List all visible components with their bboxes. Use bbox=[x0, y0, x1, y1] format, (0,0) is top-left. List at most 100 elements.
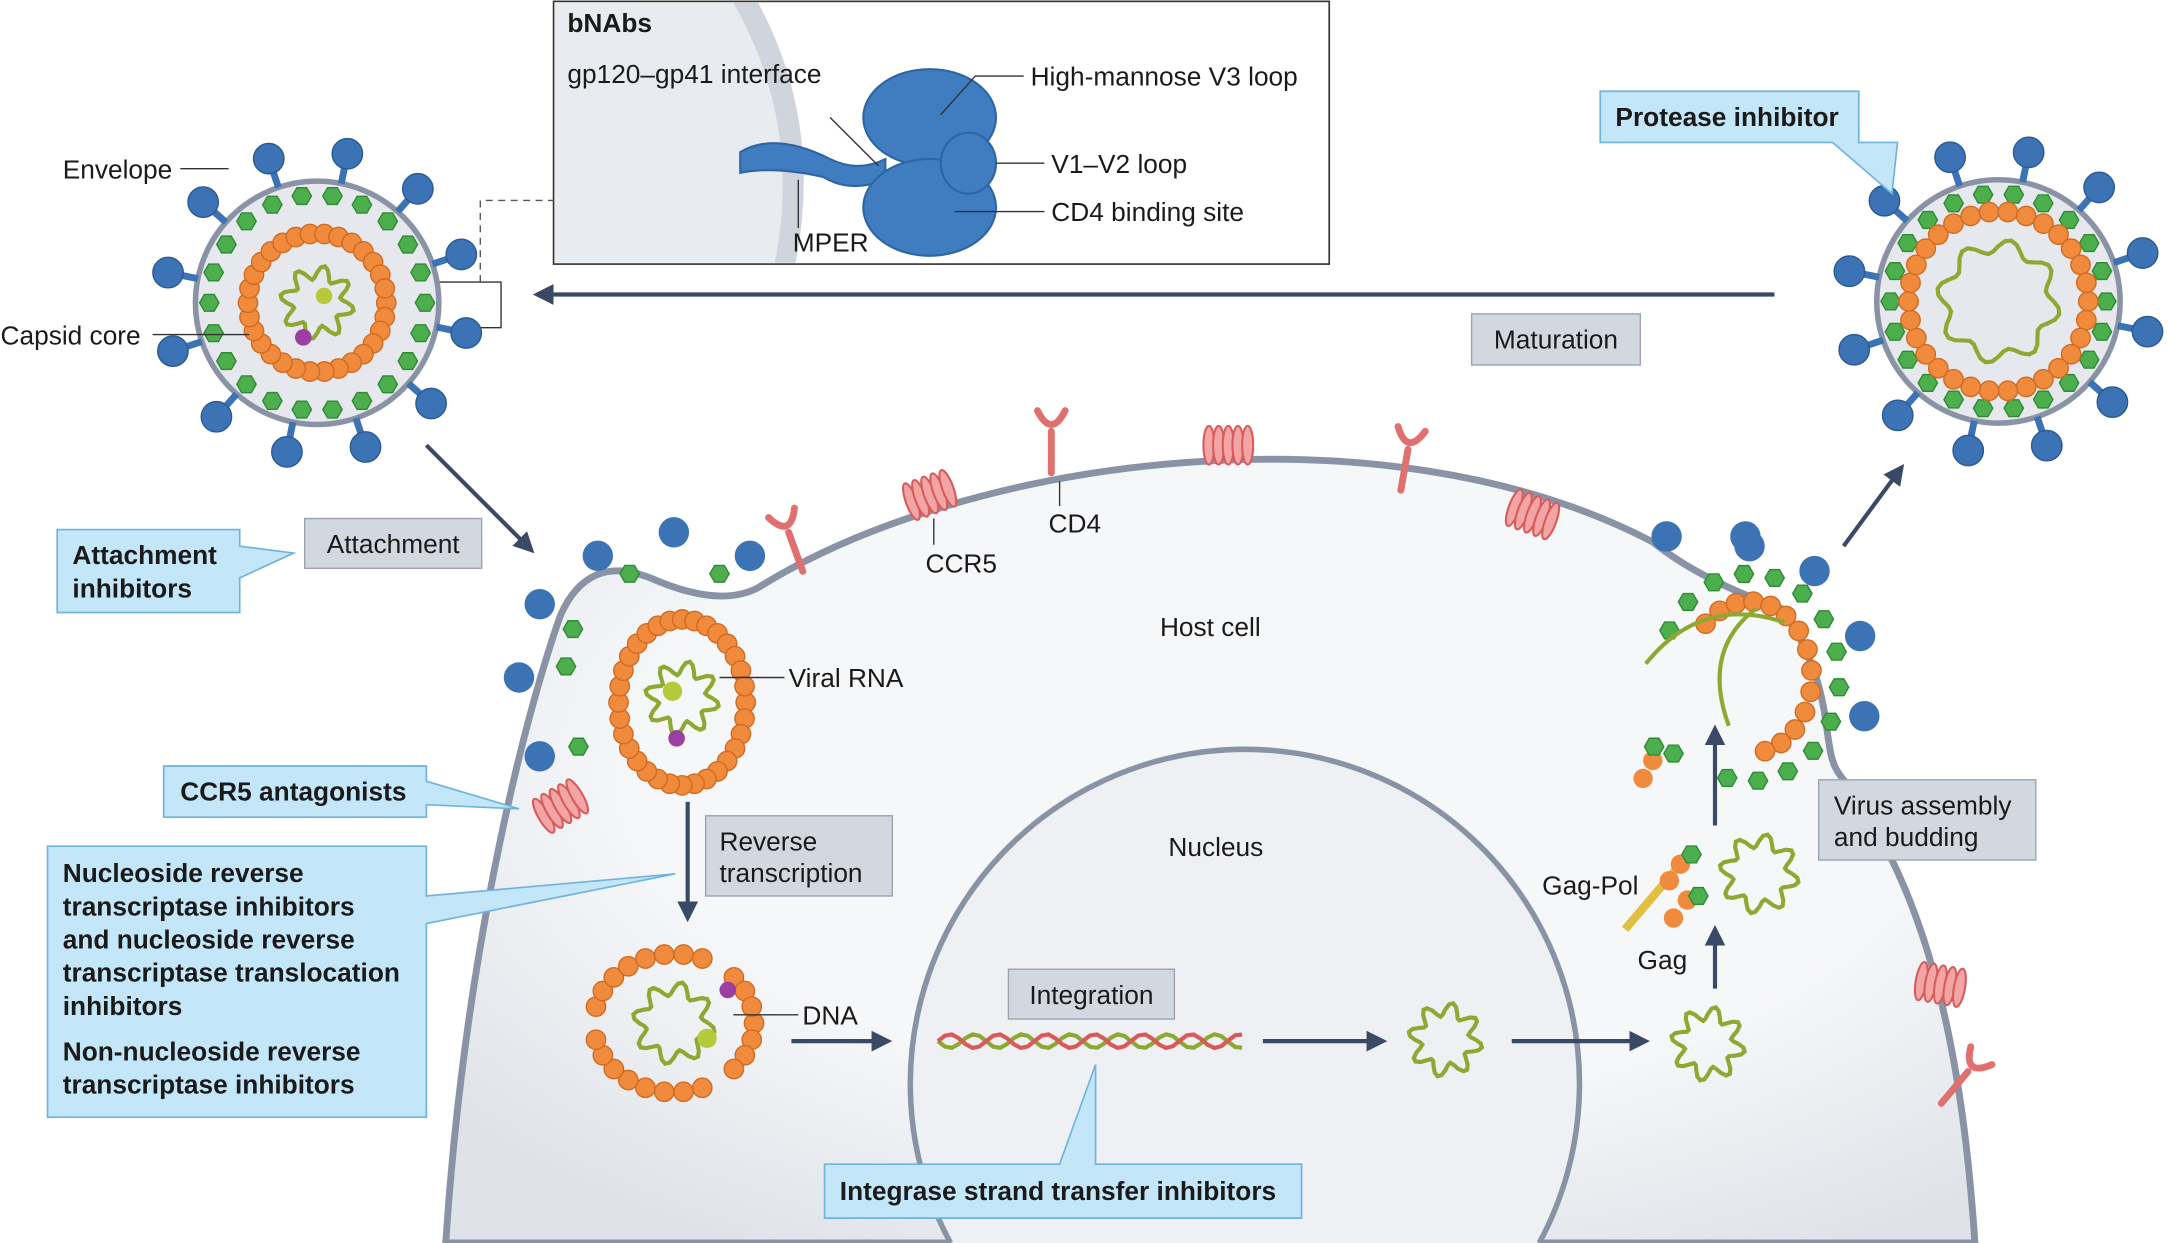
capsid-protein-icon bbox=[1801, 659, 1822, 681]
step-virus-assembly: Virus assembly and budding bbox=[1817, 779, 2037, 861]
matrix-protein-icon bbox=[2032, 194, 2054, 213]
matrix-protein-icon bbox=[709, 564, 730, 583]
env-spike-icon bbox=[401, 172, 434, 205]
env-spike-icon bbox=[157, 335, 189, 368]
label-ccr5: CCR5 bbox=[925, 548, 997, 578]
host-dna-icon bbox=[936, 1032, 1243, 1051]
capsid-protein-icon bbox=[1760, 595, 1781, 617]
capsid-protein-icon bbox=[2032, 368, 2054, 390]
env-spike-icon bbox=[2012, 136, 2045, 169]
matrix-protein-icon bbox=[215, 352, 237, 371]
label-high-mannose-v3-loop: High-mannose V3 loop bbox=[1031, 62, 1298, 92]
cd4-receptor-icon bbox=[765, 504, 807, 575]
svg-text:transcription: transcription bbox=[719, 858, 862, 888]
cd4-receptor-icon bbox=[1034, 407, 1069, 477]
matrix-protein-icon bbox=[619, 564, 641, 583]
callout-reverse-transcriptase-inhibitors: Nucleoside reverse transcriptase inhibit… bbox=[46, 845, 676, 1119]
capsid-protein-icon bbox=[1978, 380, 2000, 402]
matrix-protein-icon bbox=[351, 195, 373, 214]
env-spike-icon bbox=[331, 137, 364, 170]
env-spike-icon bbox=[582, 540, 614, 572]
matrix-protein-icon bbox=[1884, 322, 1906, 341]
step-maturation: Maturation bbox=[1470, 313, 1642, 366]
label-cd4: CD4 bbox=[1049, 508, 1102, 538]
matrix-protein-icon bbox=[2078, 350, 2100, 369]
svg-text:Reverse: Reverse bbox=[719, 826, 817, 856]
env-spike-icon bbox=[1934, 141, 1966, 174]
svg-text:Attachment: Attachment bbox=[327, 529, 461, 559]
capsid-protein-icon bbox=[1997, 380, 2019, 402]
matrix-protein-icon bbox=[1897, 350, 1919, 369]
matrix-protein-icon bbox=[2091, 261, 2113, 281]
bnabs-inset: bNAbs gp120–gp41 interface High-mannose … bbox=[552, 0, 1331, 265]
matrix-protein-icon bbox=[215, 235, 237, 254]
matrix-protein-icon bbox=[1813, 610, 1835, 629]
ccr5-receptor-icon bbox=[1951, 967, 1967, 1008]
svg-text:and nucleoside reverse: and nucleoside reverse bbox=[63, 924, 355, 954]
viral-rna-icon bbox=[1644, 606, 1785, 727]
budding-virion bbox=[1644, 521, 1880, 790]
matrix-protein-icon bbox=[555, 657, 577, 676]
matrix-protein-icon bbox=[1703, 573, 1725, 592]
capsid-protein-icon bbox=[2060, 343, 2082, 365]
matrix-protein-icon bbox=[1687, 886, 1709, 906]
callout-attachment-inhibitors: Attachment inhibitors bbox=[56, 528, 297, 614]
capsid-protein-icon bbox=[1800, 681, 1822, 703]
capsid-protein-icon bbox=[1905, 327, 1927, 349]
capsid-protein-icon bbox=[603, 1058, 625, 1080]
cell-surface-receptors bbox=[531, 407, 1996, 1107]
label-gag: Gag bbox=[1638, 945, 1688, 975]
matrix-protein-icon bbox=[1943, 390, 1965, 409]
cd4-receptor-icon bbox=[1937, 1043, 1996, 1107]
zoom-connector-line bbox=[479, 199, 554, 283]
reverse-transcriptase-icon bbox=[697, 1028, 717, 1049]
capsid-protein-icon bbox=[603, 966, 625, 988]
matrix-protein-icon bbox=[322, 186, 343, 206]
matrix-protein-icon bbox=[1747, 771, 1769, 790]
capsid-protein-icon bbox=[1943, 368, 1964, 390]
callout-ccr5-antagonists: CCR5 antagonists bbox=[162, 765, 520, 818]
matrix-protein-icon bbox=[1677, 592, 1699, 611]
capsid-protein-icon bbox=[2075, 309, 2097, 331]
capsid-protein-icon bbox=[1943, 213, 1964, 234]
matrix-protein-icon bbox=[1897, 234, 1919, 253]
matrix-protein-icon bbox=[2091, 322, 2113, 341]
step-attachment: Attachment bbox=[303, 517, 483, 569]
env-spike-icon bbox=[2131, 315, 2164, 348]
matrix-protein-icon bbox=[414, 293, 436, 312]
capsid-protein-icon bbox=[1770, 732, 1792, 754]
label-mper: MPER bbox=[793, 228, 869, 258]
capsid-protein-icon bbox=[1960, 205, 1982, 227]
capsid-protein-icon bbox=[653, 1081, 675, 1103]
env-spike-icon bbox=[152, 256, 184, 289]
viral-rna-icon bbox=[631, 980, 717, 1067]
capsid-protein-icon bbox=[691, 948, 713, 969]
capsid-protein-icon bbox=[1905, 254, 1927, 276]
env-spike-icon bbox=[2096, 386, 2129, 419]
capsid-protein-icon bbox=[1960, 376, 1982, 398]
capsid-protein-icon bbox=[1797, 639, 1818, 660]
release-arrow bbox=[1841, 463, 1905, 548]
env-spike-icon bbox=[658, 517, 690, 548]
matrix-protein-icon bbox=[1764, 568, 1786, 587]
reverse-transcriptase-icon bbox=[662, 681, 683, 702]
capsid-protein-icon bbox=[1900, 272, 1921, 294]
env-spike-icon bbox=[450, 317, 483, 349]
svg-text:Maturation: Maturation bbox=[1494, 324, 1618, 354]
capsid-protein-icon bbox=[617, 955, 639, 977]
env-spike-icon bbox=[524, 741, 555, 772]
matrix-protein-icon bbox=[1663, 744, 1684, 763]
matrix-protein-icon bbox=[203, 263, 225, 282]
matrix-protein-icon bbox=[1943, 194, 1965, 213]
capsid-protein-icon bbox=[2048, 357, 2069, 379]
capsid-protein-icon bbox=[723, 1058, 745, 1080]
env-spike-icon bbox=[1844, 620, 1876, 652]
label-gag-pol: Gag-Pol bbox=[1542, 871, 1638, 901]
matrix-protein-icon bbox=[291, 400, 313, 419]
svg-text:Nucleoside reverse: Nucleoside reverse bbox=[63, 858, 304, 888]
env-spike-icon bbox=[524, 589, 555, 620]
matrix-protein-icon bbox=[322, 400, 343, 419]
viral-rna-icon bbox=[1717, 832, 1801, 916]
capsid-protein-icon bbox=[1725, 592, 1747, 614]
capsid-protein-icon bbox=[1788, 620, 1810, 642]
